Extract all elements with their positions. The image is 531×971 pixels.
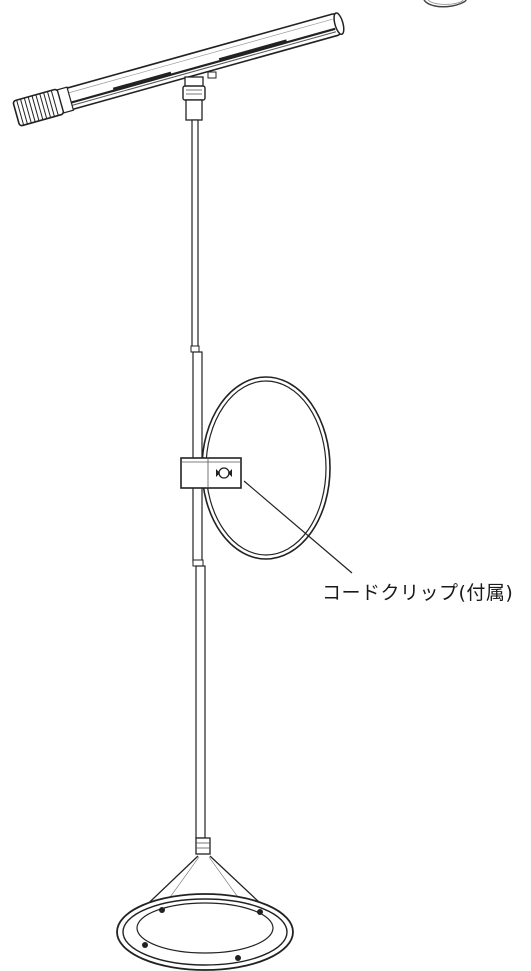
stand-base: [116, 855, 294, 971]
base-foot-icon: [257, 909, 263, 915]
rod-joint-lower: [192, 559, 204, 567]
base-foot-icon: [142, 942, 148, 948]
microphone: [12, 12, 345, 127]
lower-rod: [195, 565, 206, 839]
clip-screw-icon: [218, 467, 230, 479]
base-foot-icon: [235, 955, 241, 961]
middle-rod: [192, 351, 203, 563]
rod-joint-upper: [190, 345, 200, 353]
base-adapter: [195, 837, 211, 855]
callout-leader-line: [243, 480, 353, 574]
cord-clip-label: コードクリップ(付属): [322, 582, 514, 604]
upper-rod: [191, 119, 199, 349]
cord-clip: [180, 457, 242, 489]
swivel-connector: [182, 71, 217, 121]
partial-part-top-right: [423, 0, 467, 8]
base-foot-icon: [159, 907, 165, 913]
microphone-grille: [12, 86, 75, 127]
